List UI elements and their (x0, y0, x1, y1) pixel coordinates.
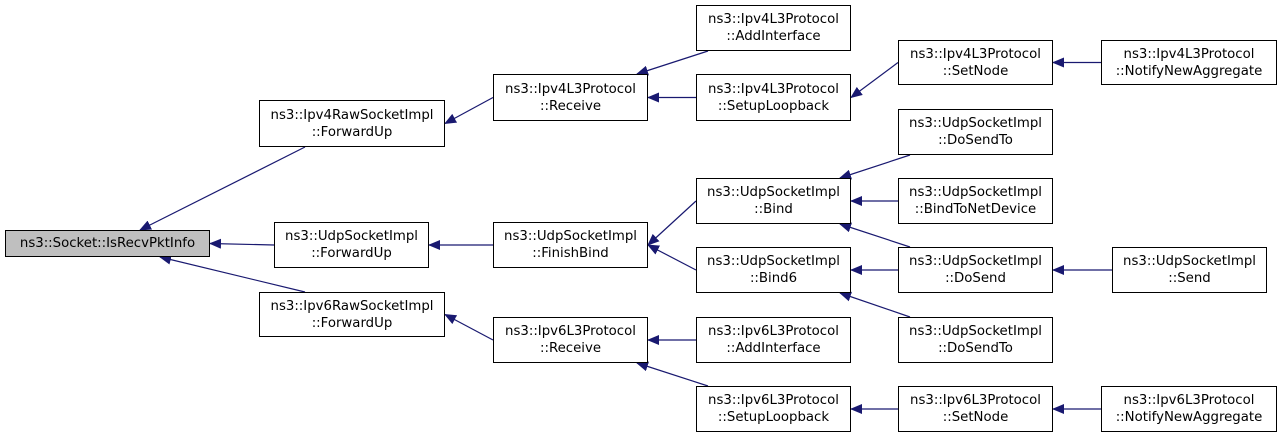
call-edge-udp-bind6-to-udp-finishbind (647, 244, 697, 271)
node-ipv4l3protocol-receive[interactable]: ns3::Ipv4L3Protocol ::Receive (493, 74, 648, 121)
node-label-line1: ns3::Ipv4RawSocketImpl (270, 107, 434, 123)
call-edge-udp-dosend-to-udp-bind (839, 222, 911, 248)
node-label-line2: ::ForwardUp (311, 124, 393, 140)
node-label-line1: ns3::Ipv4L3Protocol (1123, 46, 1255, 62)
node-label-line1: ns3::Ipv6L3Protocol (910, 393, 1041, 408)
node-label-line1: ns3::Ipv6RawSocketImpl (270, 298, 434, 314)
node-label-line1: ns3::Ipv4L3Protocol (505, 81, 636, 97)
call-edge-udp-dosendto-top-to-udp-bind (839, 154, 911, 180)
node-label-line1: ns3::Ipv4L3Protocol (708, 81, 839, 97)
node-label-line2: ::Bind (754, 202, 793, 217)
node-ipv4l3protocol-notifynewaggregate[interactable]: ns3::Ipv4L3Protocol ::NotifyNewAggregate (1101, 40, 1277, 85)
node-udpsocketimpl-finishbind[interactable]: ns3::UdpSocketImpl ::FinishBind (493, 222, 648, 268)
call-edge-ipv4l3-addinterface-to-ipv4l3-receive (636, 50, 709, 76)
node-label-line1: ns3::UdpSocketImpl (909, 116, 1042, 131)
call-edge-ipv6l3-setuploopback-to-ipv6l3-receive (636, 361, 709, 387)
node-ipv6rawsocketimpl-forwardup[interactable]: ns3::Ipv6RawSocketImpl ::ForwardUp (259, 292, 445, 337)
node-label-line2: ::BindToNetDevice (914, 202, 1037, 217)
node-label-line2: ::NotifyNewAggregate (1115, 410, 1263, 425)
node-label-line2: ::ForwardUp (311, 315, 393, 331)
node-label-line2: ::SetNode (942, 410, 1009, 425)
call-edge-ipv6l3-receive-to-ipv6raw-forwardup (444, 313, 494, 341)
node-label-line2: ::DoSendTo (938, 341, 1013, 356)
node-ipv6l3protocol-receive[interactable]: ns3::Ipv6L3Protocol ::Receive (493, 317, 648, 363)
node-label-line1: ns3::UdpSocketImpl (1123, 254, 1256, 269)
call-edge-udp-forwardup-to-root (209, 238, 275, 249)
node-label-line2: ::AddInterface (726, 29, 821, 44)
node-label-line2: ::DoSend (945, 271, 1006, 286)
node-label-line1: ns3::Ipv4L3Protocol (708, 12, 839, 27)
node-ipv6l3protocol-notifynewaggregate[interactable]: ns3::Ipv6L3Protocol ::NotifyNewAggregate (1101, 386, 1277, 432)
node-label-line1: ns3::UdpSocketImpl (707, 254, 840, 269)
node-label-line1: ns3::Ipv4L3Protocol (910, 46, 1041, 62)
call-edge-udp-dosendto-bottom-to-udp-bind6 (839, 291, 911, 318)
node-label-line1: ns3::Ipv6L3Protocol (708, 324, 839, 339)
node-label-line2: ::SetupLoopback (717, 410, 830, 425)
node-udpsocketimpl-forwardup[interactable]: ns3::UdpSocketImpl ::ForwardUp (274, 222, 429, 268)
call-edge-ipv6raw-forwardup-to-root (159, 254, 306, 293)
node-ipv4l3protocol-setnode[interactable]: ns3::Ipv4L3Protocol ::SetNode (898, 40, 1053, 85)
node-label-line1: ns3::Ipv6L3Protocol (1123, 393, 1255, 408)
node-udpsocketimpl-dosendto[interactable]: ns3::UdpSocketImpl ::DoSendTo (898, 317, 1053, 363)
node-udpsocketimpl-bind[interactable]: ns3::UdpSocketImpl ::Bind (696, 178, 851, 224)
node-ipv4l3protocol-setuploopback[interactable]: ns3::Ipv4L3Protocol ::SetupLoopback (696, 74, 851, 121)
node-label-line2: ::Receive (539, 98, 602, 114)
node-label-line2: ::NotifyNewAggregate (1115, 63, 1263, 79)
node-label-line1: ns3::Ipv6L3Protocol (505, 324, 636, 339)
call-edge-udp-bind-to-udp-finishbind (647, 200, 697, 246)
call-edge-ipv4raw-forwardup-to-root (139, 146, 306, 231)
node-label-line1: ns3::UdpSocketImpl (909, 254, 1042, 269)
node-ipv6l3protocol-setnode[interactable]: ns3::Ipv6L3Protocol ::SetNode (898, 386, 1053, 432)
node-label-line1: ns3::UdpSocketImpl (504, 229, 637, 244)
node-label-line2: ::AddInterface (726, 341, 821, 356)
node-udpsocketimpl-bind6[interactable]: ns3::UdpSocketImpl ::Bind6 (696, 247, 851, 293)
node-ipv4rawsocketimpl-forwardup[interactable]: ns3::Ipv4RawSocketImpl ::ForwardUp (259, 100, 445, 147)
node-udpsocketimpl-bindtonetdevice[interactable]: ns3::UdpSocketImpl ::BindToNetDevice (898, 178, 1053, 224)
node-udpsocketimpl-dosendto[interactable]: ns3::UdpSocketImpl ::DoSendTo (898, 109, 1053, 155)
call-edge-ipv4l3-receive-to-ipv4raw-forwardup (444, 96, 494, 125)
node-label-line2: ::DoSendTo (938, 133, 1013, 148)
node-label-line2: ::Receive (539, 341, 602, 356)
node-label-line2: ::Send (1168, 271, 1211, 286)
node-socket-isrecvpktinfo: ns3::Socket::IsRecvPktInfo (5, 230, 210, 257)
call-edge-ipv4l3-setnode-to-ipv4l3-setuploopback (850, 62, 899, 99)
node-label-line1: ns3::UdpSocketImpl (909, 185, 1042, 200)
node-label-line1: ns3::UdpSocketImpl (285, 229, 418, 244)
node-ipv6l3protocol-addinterface[interactable]: ns3::Ipv6L3Protocol ::AddInterface (696, 317, 851, 363)
node-label-line2: ::FinishBind (532, 246, 609, 261)
node-label-line1: ns3::UdpSocketImpl (909, 324, 1042, 339)
node-ipv6l3protocol-setuploopback[interactable]: ns3::Ipv6L3Protocol ::SetupLoopback (696, 386, 851, 432)
node-ipv4l3protocol-addinterface[interactable]: ns3::Ipv4L3Protocol ::AddInterface (696, 5, 851, 51)
node-label-line1: ns3::Socket::IsRecvPktInfo (19, 236, 196, 251)
node-label-line1: ns3::Ipv6L3Protocol (708, 393, 839, 408)
node-label-line2: ::SetupLoopback (717, 98, 830, 114)
node-udpsocketimpl-send[interactable]: ns3::UdpSocketImpl ::Send (1112, 247, 1267, 293)
node-label-line1: ns3::UdpSocketImpl (707, 185, 840, 200)
node-udpsocketimpl-dosend[interactable]: ns3::UdpSocketImpl ::DoSend (898, 247, 1053, 293)
node-label-line2: ::ForwardUp (311, 246, 392, 261)
node-label-line2: ::Bind6 (749, 271, 798, 286)
node-label-line2: ::SetNode (942, 63, 1009, 79)
